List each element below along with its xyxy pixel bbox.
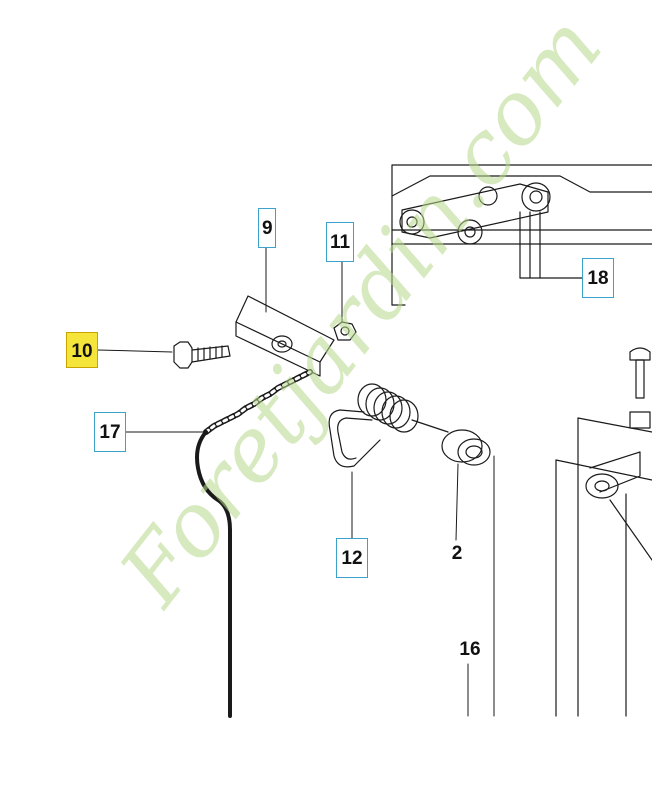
- callout-11: 11: [326, 222, 354, 262]
- callout-2: 2: [451, 543, 463, 564]
- callout-10: 10: [66, 332, 98, 368]
- callout-16: 16: [459, 639, 481, 660]
- callout-12: 12: [336, 538, 368, 578]
- bushing-part-2: [441, 429, 491, 466]
- callout-18: 18: [582, 258, 614, 298]
- nut-part-11: [333, 321, 357, 341]
- leader-lines: [97, 247, 585, 717]
- cable: [195, 430, 232, 718]
- chain-part-17: [203, 369, 313, 435]
- chain-drive-assembly: [391, 164, 652, 306]
- callout-9: 9: [258, 208, 276, 248]
- callout-17: 17: [94, 412, 126, 452]
- right-bracket-assembly: [555, 347, 652, 717]
- bracket-part-9: [235, 295, 335, 377]
- spring-part-12: [328, 383, 449, 468]
- bolt-part-10: [173, 341, 231, 369]
